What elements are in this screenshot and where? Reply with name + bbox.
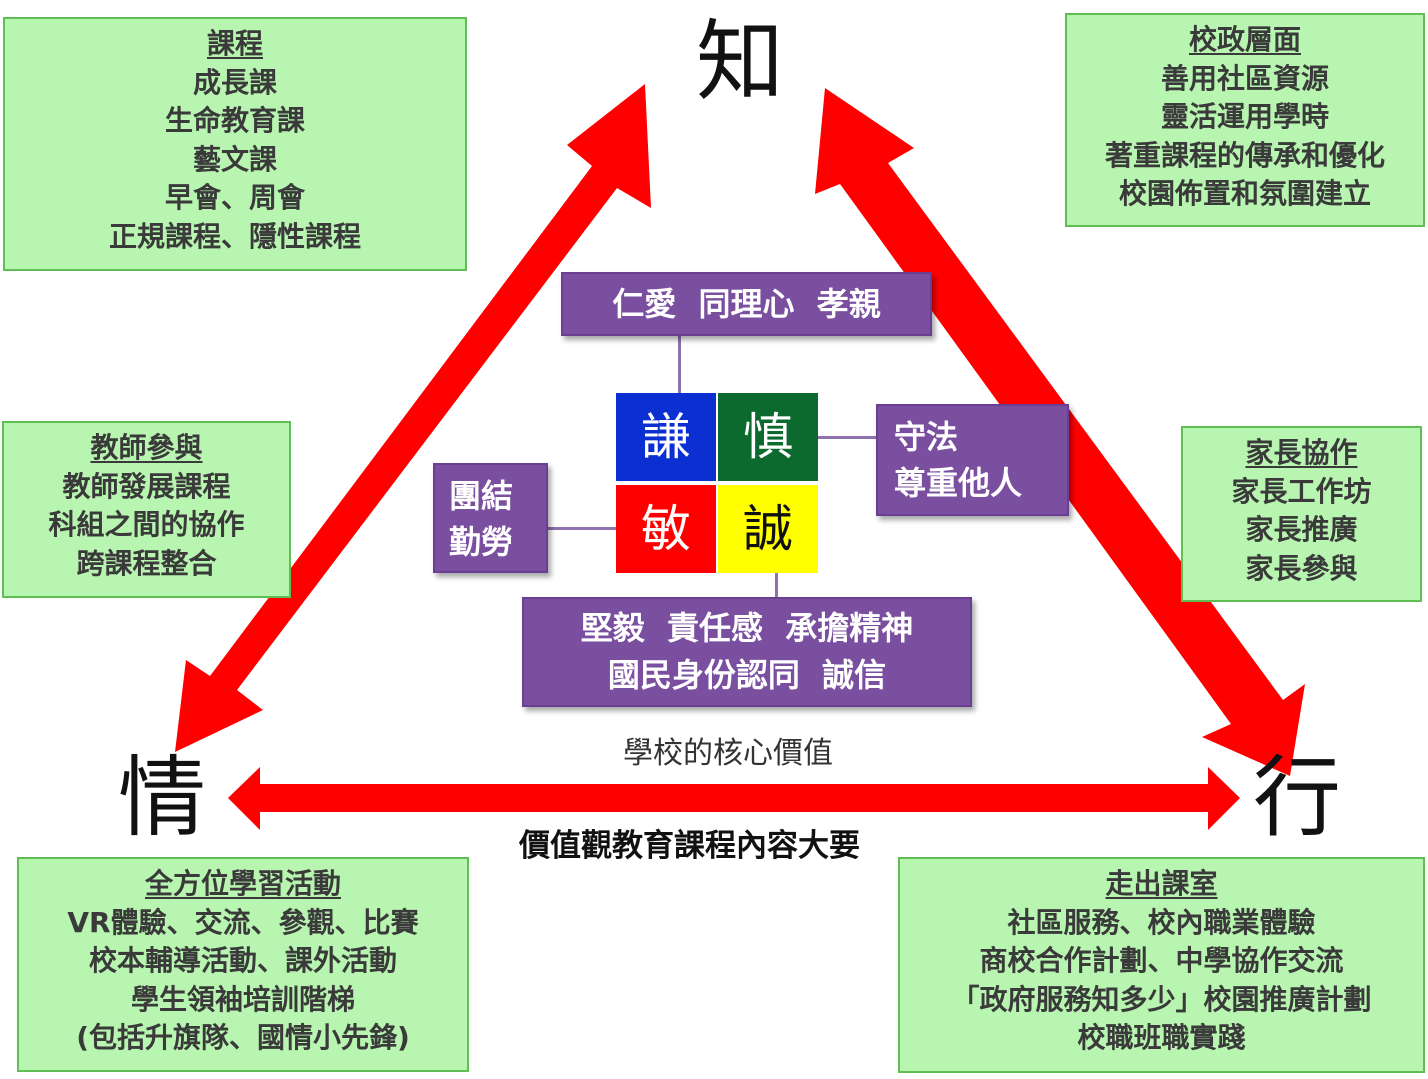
out-classroom-title: 走出課室 (1105, 867, 1218, 900)
parent-title: 家長協作 (1245, 436, 1358, 469)
out-classroom-item: 社區服務、校內職業體驗 (1007, 905, 1316, 939)
teacher-item: 跨課程整合 (76, 546, 217, 580)
teacher-box: 教師參與 教師發展課程 科組之間的協作 跨課程整合 (2, 421, 291, 598)
curriculum-item: 早會、周會 (164, 181, 305, 214)
parent-item: 家長工作坊 (1231, 474, 1372, 508)
values-bottom-line: 國民身份認同 誠信 (607, 656, 887, 694)
school-admin-item: 校園佈置和氛圍建立 (1118, 177, 1371, 210)
values-top-box: 仁愛 同理心 孝親 (561, 272, 932, 336)
values-right-line: 尊重他人 (894, 464, 1023, 502)
parent-item: 家長參與 (1245, 551, 1358, 585)
connector-top (678, 336, 681, 394)
values-right-box: 守法 尊重他人 (876, 404, 1069, 516)
curriculum-box: 課程 成長課 生命教育課 藝文課 早會、周會 正規課程、隱性課程 (3, 17, 467, 271)
connector-right (816, 436, 876, 439)
values-top-text: 仁愛 同理心 孝親 (612, 285, 881, 323)
school-admin-item: 善用社區資源 (1160, 61, 1329, 95)
out-classroom-item: 商校合作計劃、中學協作交流 (979, 944, 1344, 977)
values-right-line: 守法 (894, 418, 959, 456)
parent-item: 家長推廣 (1245, 513, 1358, 546)
core-humble: 謙 (616, 393, 716, 481)
connector-bottom (775, 573, 778, 599)
vertex-know: 知 (696, 10, 785, 113)
curriculum-item: 藝文課 (192, 142, 277, 176)
arrow-feel-act (228, 767, 1240, 830)
values-bottom-line: 堅毅 責任感 承擔精神 (580, 609, 914, 647)
values-bottom-box: 堅毅 責任感 承擔精神 國民身份認同 誠信 (522, 597, 972, 707)
core-sincere: 誠 (718, 485, 818, 573)
school-admin-title: 校政層面 (1188, 23, 1301, 56)
all-round-item: 學生領袖培訓階梯 (130, 982, 355, 1016)
all-round-item: (包括升旗隊、國情小先鋒) (76, 1021, 410, 1054)
core-prudent: 慎 (718, 393, 818, 481)
school-admin-item: 靈活運用學時 (1160, 100, 1329, 133)
vertex-feel: 情 (118, 746, 207, 849)
curriculum-title: 課程 (206, 27, 263, 60)
connector-left (548, 527, 616, 530)
values-left-line: 勤勞 (449, 523, 514, 561)
out-classroom-item: 「政府服務知多少」校園推廣計劃 (951, 982, 1372, 1016)
values-left-box: 團結 勤勞 (433, 463, 548, 573)
values-left-line: 團結 (449, 477, 514, 515)
core-sensitive: 敏 (616, 485, 716, 573)
all-round-item: VR體驗、交流、參觀、比賽 (67, 905, 419, 939)
out-classroom-item: 校職班職實踐 (1077, 1021, 1246, 1054)
all-round-title: 全方位學習活動 (144, 867, 341, 900)
diagram-title: 價值觀教育課程內容大要 (519, 828, 860, 864)
teacher-item: 科組之間的協作 (48, 508, 245, 541)
parent-box: 家長協作 家長工作坊 家長推廣 家長參與 (1181, 426, 1422, 602)
curriculum-item: 成長課 (192, 65, 277, 99)
all-round-learning-box: 全方位學習活動 VR體驗、交流、參觀、比賽 校本輔導活動、課外活動 學生領袖培訓… (17, 857, 469, 1072)
all-round-item: 校本輔導活動、課外活動 (88, 944, 397, 977)
arrow-know-feel (175, 84, 651, 752)
out-classroom-box: 走出課室 社區服務、校內職業體驗 商校合作計劃、中學協作交流 「政府服務知多少」… (898, 857, 1425, 1073)
teacher-title: 教師參與 (90, 431, 203, 464)
vertex-act: 行 (1253, 746, 1342, 849)
school-admin-box: 校政層面 善用社區資源 靈活運用學時 著重課程的傳承和優化 校園佈置和氛圍建立 (1065, 13, 1425, 227)
teacher-item: 教師發展課程 (62, 469, 231, 503)
curriculum-item: 正規課程、隱性課程 (108, 219, 361, 253)
curriculum-item: 生命教育課 (164, 104, 305, 137)
core-values-caption: 學校的核心價值 (623, 736, 833, 771)
school-admin-item: 著重課程的傳承和優化 (1104, 138, 1385, 172)
